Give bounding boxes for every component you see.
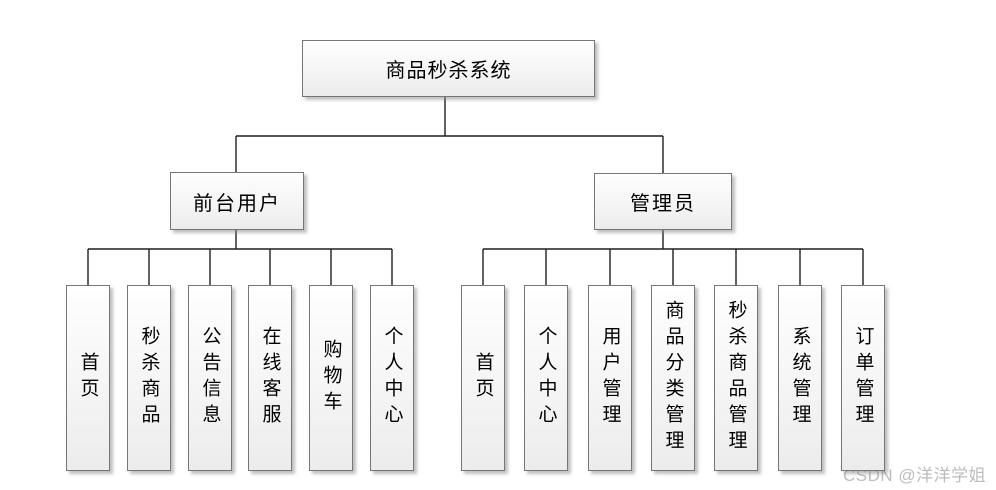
node-front-seckill-goods-label: 秒杀商品 [138, 326, 160, 430]
node-front-seckill-goods: 秒杀商品 [127, 285, 171, 471]
node-admin-system-mgmt: 系统管理 [778, 285, 822, 471]
node-front-cart-label: 购物车 [320, 339, 342, 417]
node-admin-personal-center-label: 个人中心 [535, 326, 557, 430]
node-front-online-service-label: 在线客服 [259, 326, 281, 430]
node-admin-personal-center: 个人中心 [524, 285, 568, 471]
node-root: 商品秒杀系统 [302, 40, 595, 97]
node-admin-seckill-mgmt: 秒杀商品管理 [714, 285, 758, 471]
node-front-cart: 购物车 [309, 285, 353, 471]
node-admin-category-mgmt-label: 商品分类管理 [662, 300, 684, 456]
node-admin-user-mgmt-label: 用户管理 [599, 326, 621, 430]
node-admin: 管理员 [594, 173, 732, 230]
node-admin-seckill-mgmt-label: 秒杀商品管理 [725, 300, 747, 456]
connector-path [87, 97, 864, 285]
node-admin-label: 管理员 [630, 193, 696, 215]
node-front-announcement-label: 公告信息 [199, 326, 221, 430]
node-admin-order-mgmt-label: 订单管理 [852, 326, 874, 430]
node-admin-order-mgmt: 订单管理 [841, 285, 885, 471]
node-root-label: 商品秒杀系统 [385, 60, 512, 82]
node-front-personal-center-label: 个人中心 [381, 326, 403, 430]
node-front-announcement: 公告信息 [188, 285, 232, 471]
node-front-home: 首页 [66, 285, 110, 471]
node-admin-category-mgmt: 商品分类管理 [651, 285, 695, 471]
node-frontend-user-label: 前台用户 [193, 192, 281, 215]
node-admin-user-mgmt: 用户管理 [588, 285, 632, 471]
node-front-online-service: 在线客服 [248, 285, 292, 471]
node-frontend-user: 前台用户 [170, 172, 304, 230]
node-admin-system-mgmt-label: 系统管理 [789, 326, 811, 430]
node-front-personal-center: 个人中心 [370, 285, 414, 471]
node-admin-home: 首页 [461, 285, 505, 471]
node-front-home-label: 首页 [77, 352, 99, 404]
node-admin-home-label: 首页 [472, 352, 494, 404]
